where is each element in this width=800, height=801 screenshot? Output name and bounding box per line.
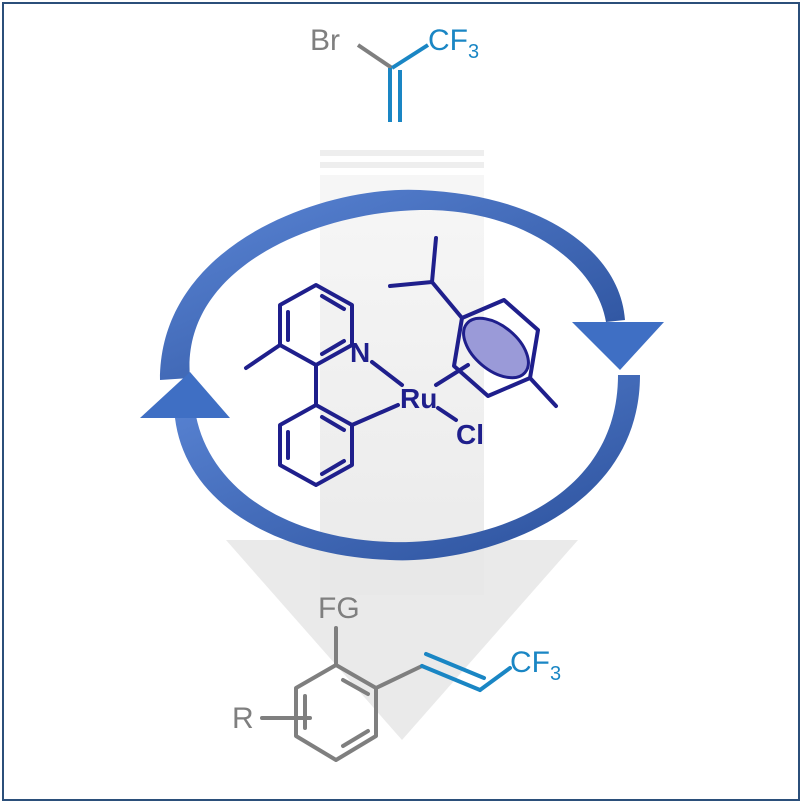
cycle-arrowhead-left xyxy=(140,372,230,418)
product-labels: FG R CF3 xyxy=(232,592,561,735)
cymene-pi-cloud xyxy=(462,316,530,380)
br-label: Br xyxy=(310,24,340,57)
product-benzene-ring xyxy=(294,663,378,762)
catalyst-labels: N Ru Cl xyxy=(350,337,484,450)
reagent-bromotrifluoropropene: Br CF3 xyxy=(310,24,479,122)
cycle-arrow-upper xyxy=(160,189,625,380)
chloride-label: Cl xyxy=(456,419,484,450)
product-structure xyxy=(260,626,512,762)
cf3-label-top: CF3 xyxy=(428,24,479,63)
ruthenium-catalyst xyxy=(244,236,558,487)
r-label: R xyxy=(232,702,254,735)
cycle-arrowhead-right xyxy=(572,322,664,370)
catalytic-cycle-arrows xyxy=(140,189,664,561)
cf3-top-sub: 3 xyxy=(468,41,479,63)
cf3-label-product: CF3 xyxy=(510,646,561,685)
nitrogen-label: N xyxy=(350,337,370,368)
cf3-product-main: CF xyxy=(510,646,550,679)
cf3-product-sub: 3 xyxy=(550,663,561,685)
cf3-top-main: CF xyxy=(428,24,468,57)
fg-label: FG xyxy=(318,592,360,625)
background-process-arrow xyxy=(226,150,578,740)
ruthenium-label: Ru xyxy=(400,383,437,414)
